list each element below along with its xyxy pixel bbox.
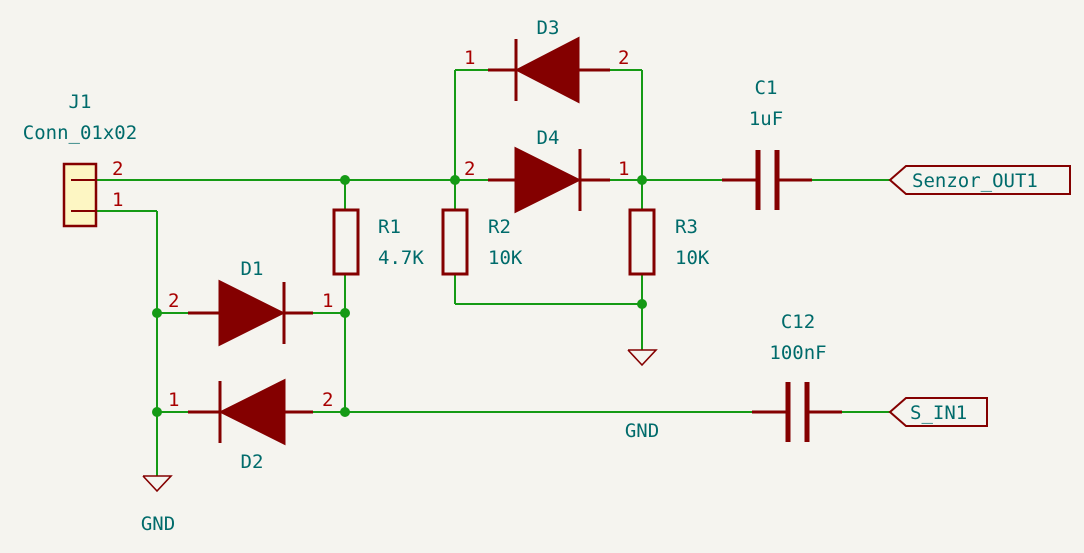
port-s-in1[interactable]: S_IN1	[888, 397, 988, 427]
d1-ref: D1	[241, 258, 264, 280]
d4-pin-left: 2	[464, 158, 475, 180]
d4-pin-right: 1	[618, 158, 629, 180]
c1-value: 1uF	[749, 108, 783, 130]
r1-value: 4.7K	[378, 247, 424, 269]
senzor-out1-label: Senzor_OUT1	[912, 170, 1038, 192]
s-in1-label: S_IN1	[910, 402, 967, 424]
diode-d2[interactable]: D2 1 2	[168, 378, 333, 473]
d3-ref: D3	[537, 17, 560, 39]
port-senzor-out1[interactable]: Senzor_OUT1	[888, 165, 1071, 195]
diode-d1[interactable]: D1 2 1	[168, 258, 333, 347]
j1-pin2: 2	[112, 158, 123, 180]
j1-pin1: 1	[112, 189, 123, 211]
junction-dot	[340, 407, 350, 417]
r2-ref: R2	[488, 216, 511, 238]
r2-value: 10K	[488, 247, 523, 269]
r3-ref: R3	[675, 216, 698, 238]
junction-dot	[152, 407, 162, 417]
junction-dot	[340, 308, 350, 318]
d4-ref: D4	[537, 127, 560, 149]
wires	[96, 69, 890, 476]
d3-pin-left: 1	[464, 47, 475, 69]
gnd-symbol-left: GND	[141, 475, 175, 535]
resistor-r2[interactable]: R2 10K	[441, 208, 523, 276]
c1-ref: C1	[755, 77, 778, 99]
connector-j1[interactable]: J1 Conn_01x02 2 1	[23, 91, 137, 228]
d2-ref: D2	[241, 451, 264, 473]
d1-pin-right: 1	[322, 290, 333, 312]
gnd-label: GND	[141, 513, 175, 535]
resistor-r3[interactable]: R3 10K	[628, 208, 710, 276]
capacitor-c1[interactable]: C1 1uF	[722, 77, 812, 210]
d1-pin-left: 2	[168, 290, 179, 312]
junctions	[152, 175, 647, 417]
capacitor-c12[interactable]: C12 100nF	[752, 311, 842, 442]
j1-ref: J1	[69, 91, 92, 113]
r3-value: 10K	[675, 247, 710, 269]
j1-value: Conn_01x02	[23, 122, 137, 144]
d3-pin-right: 2	[618, 47, 629, 69]
junction-dot	[152, 308, 162, 318]
d2-pin-left: 1	[168, 389, 179, 411]
c12-value: 100nF	[769, 342, 826, 364]
diode-d4[interactable]: D4 2 1	[464, 127, 629, 214]
gnd-net-label: GND	[625, 420, 659, 442]
diode-d3[interactable]: D3 1 2	[464, 17, 629, 104]
junction-dot	[637, 175, 647, 185]
junction-dot	[450, 175, 460, 185]
r1-ref: R1	[378, 216, 401, 238]
d2-pin-right: 2	[322, 389, 333, 411]
resistor-r1[interactable]: R1 4.7K	[332, 208, 424, 276]
junction-dot	[637, 299, 647, 309]
junction-dot	[340, 175, 350, 185]
c12-ref: C12	[781, 311, 815, 333]
gnd-symbol-right	[627, 349, 658, 367]
